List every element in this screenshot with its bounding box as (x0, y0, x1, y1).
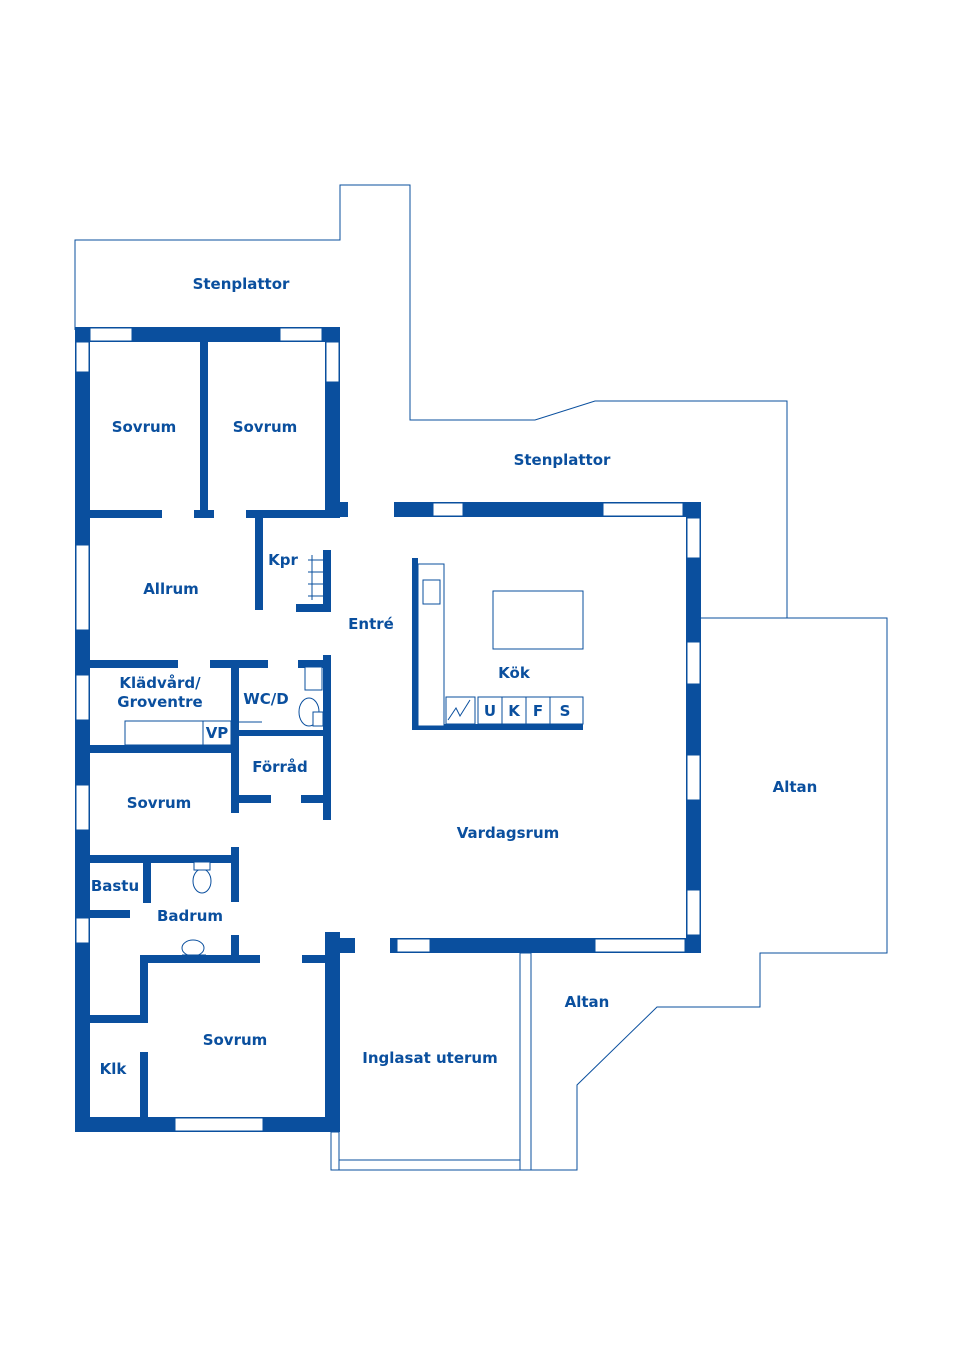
label-sovrum-4: Sovrum (203, 1031, 268, 1049)
label-allrum: Allrum (143, 580, 199, 598)
appliance-labels: U K F S (484, 702, 571, 720)
wc-sink (304, 666, 323, 691)
appliance-f-box (525, 696, 551, 725)
kitchen-sink (422, 579, 441, 605)
laundry-counter (124, 720, 232, 746)
label-vp: VP (206, 724, 229, 742)
stove (445, 696, 476, 725)
appliance-s: S (560, 702, 571, 720)
appliance-s-box (549, 696, 584, 725)
label-sovrum-1: Sovrum (112, 418, 177, 436)
label-sovrum-2: Sovrum (233, 418, 298, 436)
label-klk: Klk (100, 1060, 128, 1078)
fixtures (124, 555, 584, 957)
label-sovrum-3: Sovrum (127, 794, 192, 812)
appliance-u-box (477, 696, 503, 725)
room-labels: Stenplattor Stenplattor Sovrum Sovrum Al… (91, 275, 818, 1078)
label-kok: Kök (498, 664, 531, 682)
label-forrad: Förråd (252, 758, 308, 776)
kitchen-island (492, 590, 584, 650)
bath-sink (181, 939, 205, 957)
windows (75, 327, 701, 1171)
bath-toilet (192, 868, 212, 894)
label-inglasat-uterum: Inglasat uterum (362, 1049, 497, 1067)
label-vardagsrum: Vardagsrum (457, 824, 560, 842)
label-altan-1: Altan (773, 778, 818, 796)
label-stenplattor-1: Stenplattor (193, 275, 290, 293)
label-wc: WC/D (243, 690, 288, 708)
label-entre: Entré (348, 615, 394, 633)
label-kpr: Kpr (268, 551, 298, 569)
label-kladvard-2: Groventre (117, 693, 202, 711)
label-stenplattor-2: Stenplattor (514, 451, 611, 469)
appliance-k: K (508, 702, 521, 720)
appliance-k-box (501, 696, 527, 725)
label-altan-2: Altan (565, 993, 610, 1011)
label-bastu: Bastu (91, 877, 139, 895)
label-kladvard-1: Klädvård/ (119, 674, 201, 692)
appliance-f: F (533, 702, 543, 720)
label-badrum: Badrum (157, 907, 223, 925)
appliance-u: U (484, 702, 496, 720)
